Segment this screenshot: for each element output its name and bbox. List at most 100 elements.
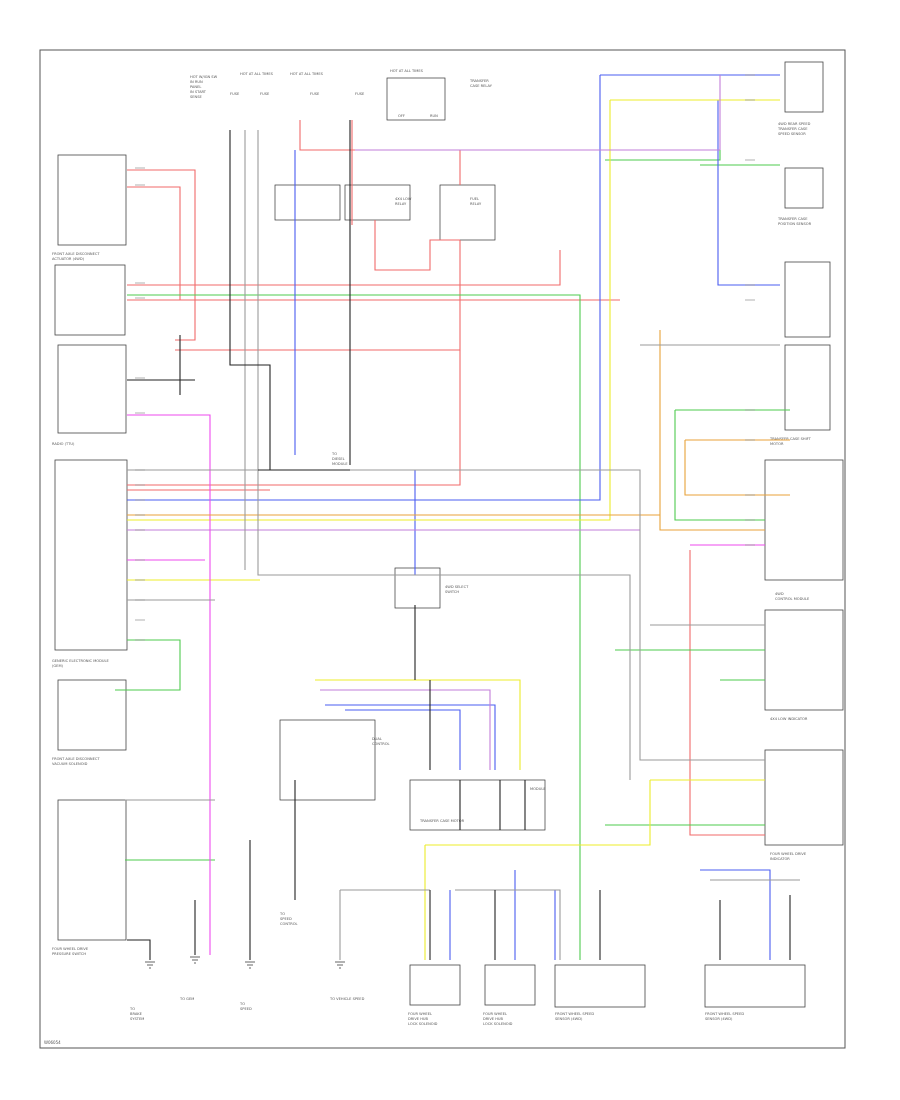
svg-text:DIESEL: DIESEL bbox=[332, 457, 345, 461]
svg-text:SYSTEM: SYSTEM bbox=[130, 1017, 144, 1021]
svg-text:MODULE: MODULE bbox=[530, 787, 546, 791]
svg-text:DUAL: DUAL bbox=[372, 737, 382, 741]
svg-text:FOUR WHEEL DRIVE: FOUR WHEEL DRIVE bbox=[770, 852, 807, 856]
svg-text:HOT AT ALL TIMES: HOT AT ALL TIMES bbox=[390, 69, 424, 73]
right-switch-2 bbox=[784, 167, 824, 209]
svg-text:TO: TO bbox=[239, 1002, 245, 1006]
svg-text:LOCK SOLENOID: LOCK SOLENOID bbox=[408, 1022, 438, 1026]
svg-text:FUSE: FUSE bbox=[260, 92, 270, 96]
svg-text:4WD SELECT: 4WD SELECT bbox=[445, 585, 469, 589]
svg-text:CASE RELAY: CASE RELAY bbox=[470, 84, 493, 88]
svg-text:ACTUATOR (4WD): ACTUATOR (4WD) bbox=[52, 257, 85, 261]
svg-text:OFF: OFF bbox=[398, 114, 405, 118]
hub-lock-left bbox=[409, 964, 461, 1006]
svg-text:SPEED SENSOR: SPEED SENSOR bbox=[778, 132, 806, 136]
svg-text:4WD REAR SPEED: 4WD REAR SPEED bbox=[778, 122, 811, 126]
ground-symbols bbox=[145, 956, 345, 969]
svg-text:PRESSURE SWITCH: PRESSURE SWITCH bbox=[52, 952, 86, 956]
svg-text:INDICATOR: INDICATOR bbox=[770, 857, 790, 861]
right-switch-4 bbox=[764, 749, 844, 846]
svg-text:TO: TO bbox=[129, 1007, 135, 1011]
ecm-block bbox=[54, 264, 126, 336]
transfer-case-connector bbox=[409, 779, 546, 831]
svg-text:TO: TO bbox=[331, 452, 337, 456]
4wd-indicator bbox=[57, 344, 127, 434]
svg-text:SENSE: SENSE bbox=[190, 95, 203, 99]
svg-text:SPEED: SPEED bbox=[280, 917, 292, 921]
svg-text:4X4 LOW: 4X4 LOW bbox=[395, 197, 412, 201]
right-switch-1 bbox=[784, 61, 824, 113]
svg-text:RADIO (TTU): RADIO (TTU) bbox=[52, 442, 75, 446]
svg-text:MOTOR: MOTOR bbox=[770, 442, 784, 446]
svg-text:TO GEM: TO GEM bbox=[179, 997, 194, 1001]
diagram-frame bbox=[39, 49, 846, 1049]
svg-text:4WD: 4WD bbox=[775, 592, 784, 596]
svg-text:TO VEHICLE SPEED: TO VEHICLE SPEED bbox=[329, 997, 365, 1001]
svg-text:FOUR WHEEL DRIVE: FOUR WHEEL DRIVE bbox=[52, 947, 89, 951]
svg-text:FUSE: FUSE bbox=[355, 92, 365, 96]
left-components: FRONT AXLE DISCONNECT ACTUATOR (4WD) RAD… bbox=[52, 154, 128, 956]
svg-text:HOT AT ALL TIMES: HOT AT ALL TIMES bbox=[240, 72, 274, 76]
svg-text:FUSE: FUSE bbox=[310, 92, 320, 96]
front-axle-actuator-2 bbox=[57, 679, 127, 751]
svg-text:FUEL: FUEL bbox=[470, 197, 479, 201]
svg-text:FOUR WHEEL: FOUR WHEEL bbox=[483, 1012, 507, 1016]
selector-switch bbox=[394, 567, 441, 609]
svg-text:TRANSFER: TRANSFER bbox=[469, 79, 489, 83]
4wd-shift-module bbox=[764, 459, 844, 581]
wires bbox=[115, 74, 800, 960]
right-switch-3 bbox=[764, 609, 844, 711]
transfer-case-pressure-switch bbox=[57, 799, 127, 941]
svg-text:FRONT WHEEL SPEED: FRONT WHEEL SPEED bbox=[555, 1012, 594, 1016]
svg-text:PANEL: PANEL bbox=[190, 85, 201, 89]
svg-text:FOUR WHEEL: FOUR WHEEL bbox=[408, 1012, 432, 1016]
svg-text:RELAY: RELAY bbox=[470, 202, 482, 206]
svg-text:HOT AT ALL TIMES: HOT AT ALL TIMES bbox=[290, 72, 324, 76]
svg-text:FRONT WHEEL SPEED: FRONT WHEEL SPEED bbox=[705, 1012, 744, 1016]
svg-text:POSITION SENSOR: POSITION SENSOR bbox=[778, 222, 812, 226]
svg-text:SENSOR (4WD): SENSOR (4WD) bbox=[705, 1017, 733, 1021]
svg-text:TRANSFER CASE: TRANSFER CASE bbox=[777, 217, 808, 221]
svg-text:IN RUN: IN RUN bbox=[190, 80, 203, 84]
svg-text:FUSE: FUSE bbox=[230, 92, 240, 96]
4wd-relay-a bbox=[274, 184, 341, 221]
svg-text:VACUUM SOLENOID: VACUUM SOLENOID bbox=[52, 762, 88, 766]
svg-text:DRIVE HUB: DRIVE HUB bbox=[483, 1017, 504, 1021]
svg-text:RELAY: RELAY bbox=[395, 202, 407, 206]
svg-text:IN START: IN START bbox=[190, 90, 207, 94]
front-wheel-sensor-right bbox=[704, 964, 806, 1008]
svg-text:4X4 LOW INDICATOR: 4X4 LOW INDICATOR bbox=[770, 717, 808, 721]
svg-text:SENSOR (4WD): SENSOR (4WD) bbox=[555, 1017, 583, 1021]
4wd-relay-b bbox=[344, 184, 411, 221]
transfer-case-shift-motor bbox=[784, 261, 831, 338]
svg-text:GENERIC ELECTRONIC MODULE: GENERIC ELECTRONIC MODULE bbox=[52, 659, 110, 663]
svg-text:TRANSFER CASE SHIFT: TRANSFER CASE SHIFT bbox=[769, 437, 812, 441]
front-wheel-sensor-left bbox=[554, 964, 646, 1008]
generic-electronic-module bbox=[54, 459, 128, 651]
svg-text:HOT W/IGN SW: HOT W/IGN SW bbox=[190, 75, 218, 79]
wire-tick-marks bbox=[135, 74, 755, 641]
svg-text:SPEED: SPEED bbox=[240, 1007, 252, 1011]
svg-text:DRIVE HUB: DRIVE HUB bbox=[408, 1017, 429, 1021]
svg-text:LOCK SOLENOID: LOCK SOLENOID bbox=[483, 1022, 513, 1026]
svg-text:FRONT AXLE DISCONNECT: FRONT AXLE DISCONNECT bbox=[52, 252, 100, 256]
svg-text:TRANSFER CASE: TRANSFER CASE bbox=[777, 127, 808, 131]
right-sensor bbox=[784, 344, 831, 431]
right-components: 4WD REAR SPEED TRANSFER CASE SPEED SENSO… bbox=[764, 61, 844, 861]
svg-text:MODULE: MODULE bbox=[332, 462, 348, 466]
figure-id: W06054 bbox=[44, 1040, 61, 1045]
svg-text:(GEM): (GEM) bbox=[52, 664, 64, 668]
front-axle-disconnect-actuator bbox=[57, 154, 127, 246]
svg-text:SWITCH: SWITCH bbox=[445, 590, 459, 594]
mode-switch bbox=[279, 719, 376, 801]
svg-text:RUN: RUN bbox=[430, 114, 438, 118]
svg-text:CONTROL: CONTROL bbox=[280, 922, 298, 926]
hub-lock-right bbox=[484, 964, 536, 1006]
svg-text:BRAKE: BRAKE bbox=[130, 1012, 143, 1016]
svg-text:CONTROL: CONTROL bbox=[372, 742, 390, 746]
svg-text:TO: TO bbox=[279, 912, 285, 916]
svg-text:CONTROL MODULE: CONTROL MODULE bbox=[775, 597, 810, 601]
